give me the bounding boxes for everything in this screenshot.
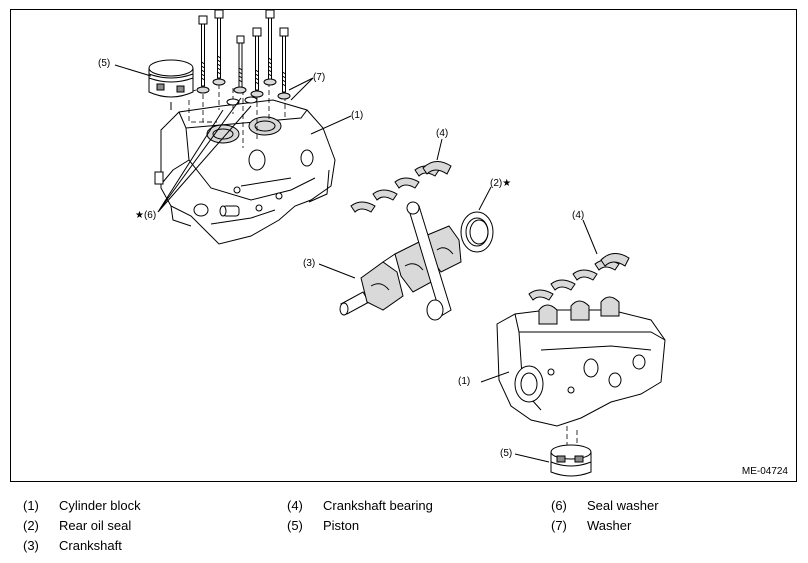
callout-piston-lower: (5) [500,448,513,459]
legend-label: Piston [323,518,360,533]
callout-piston-upper: (5) [98,58,111,69]
callout-crankshaft-bearing-lower: (4) [572,210,585,221]
diagram-frame: (5) (7) (1) (4) ★(6) (2)★ (3) (4) (1) (5… [10,9,797,482]
piston-upper [148,59,194,110]
legend-number: (3) [23,538,39,553]
legend-label: Washer [587,518,632,533]
legend-number: (6) [551,498,567,513]
legend-label: Cylinder block [59,498,141,513]
callout-seal-washer: ★(6) [135,210,157,221]
callout-washer: (7) [313,72,326,83]
washers [196,78,291,106]
legend-number: (5) [287,518,303,533]
legend-number: (2) [23,518,39,533]
legend-number: (4) [287,498,303,513]
leader-lines [114,64,598,463]
reference-code: ME-04724 [741,466,788,477]
legend: (1) Cylinder block (2) Rear oil seal (3)… [0,490,808,563]
crankshaft-bearings-upper [350,161,452,213]
legend-label: Crankshaft [59,538,122,553]
callout-cylinder-block-lower: (1) [458,376,471,387]
callout-rear-oil-seal: (2)★ [490,178,512,189]
legend-number: (7) [551,518,567,533]
exploded-view-drawing [114,10,666,477]
legend-number: (1) [23,498,39,513]
callout-cylinder-block-upper: (1) [351,110,364,121]
rear-oil-seal [460,211,494,253]
piston-lower [550,444,592,477]
callout-crankshaft-bearing-upper: (4) [436,128,449,139]
cylinder-block-lower [496,296,666,427]
crankshaft [339,201,462,321]
cylinder-block-upper [154,99,336,245]
legend-label: Rear oil seal [59,518,132,533]
legend-label: Seal washer [587,498,659,513]
crankshaft-bearings-lower [528,253,630,301]
callout-crankshaft: (3) [303,258,316,269]
legend-label: Crankshaft bearing [323,498,433,513]
assembly-guide-lines [178,82,578,454]
